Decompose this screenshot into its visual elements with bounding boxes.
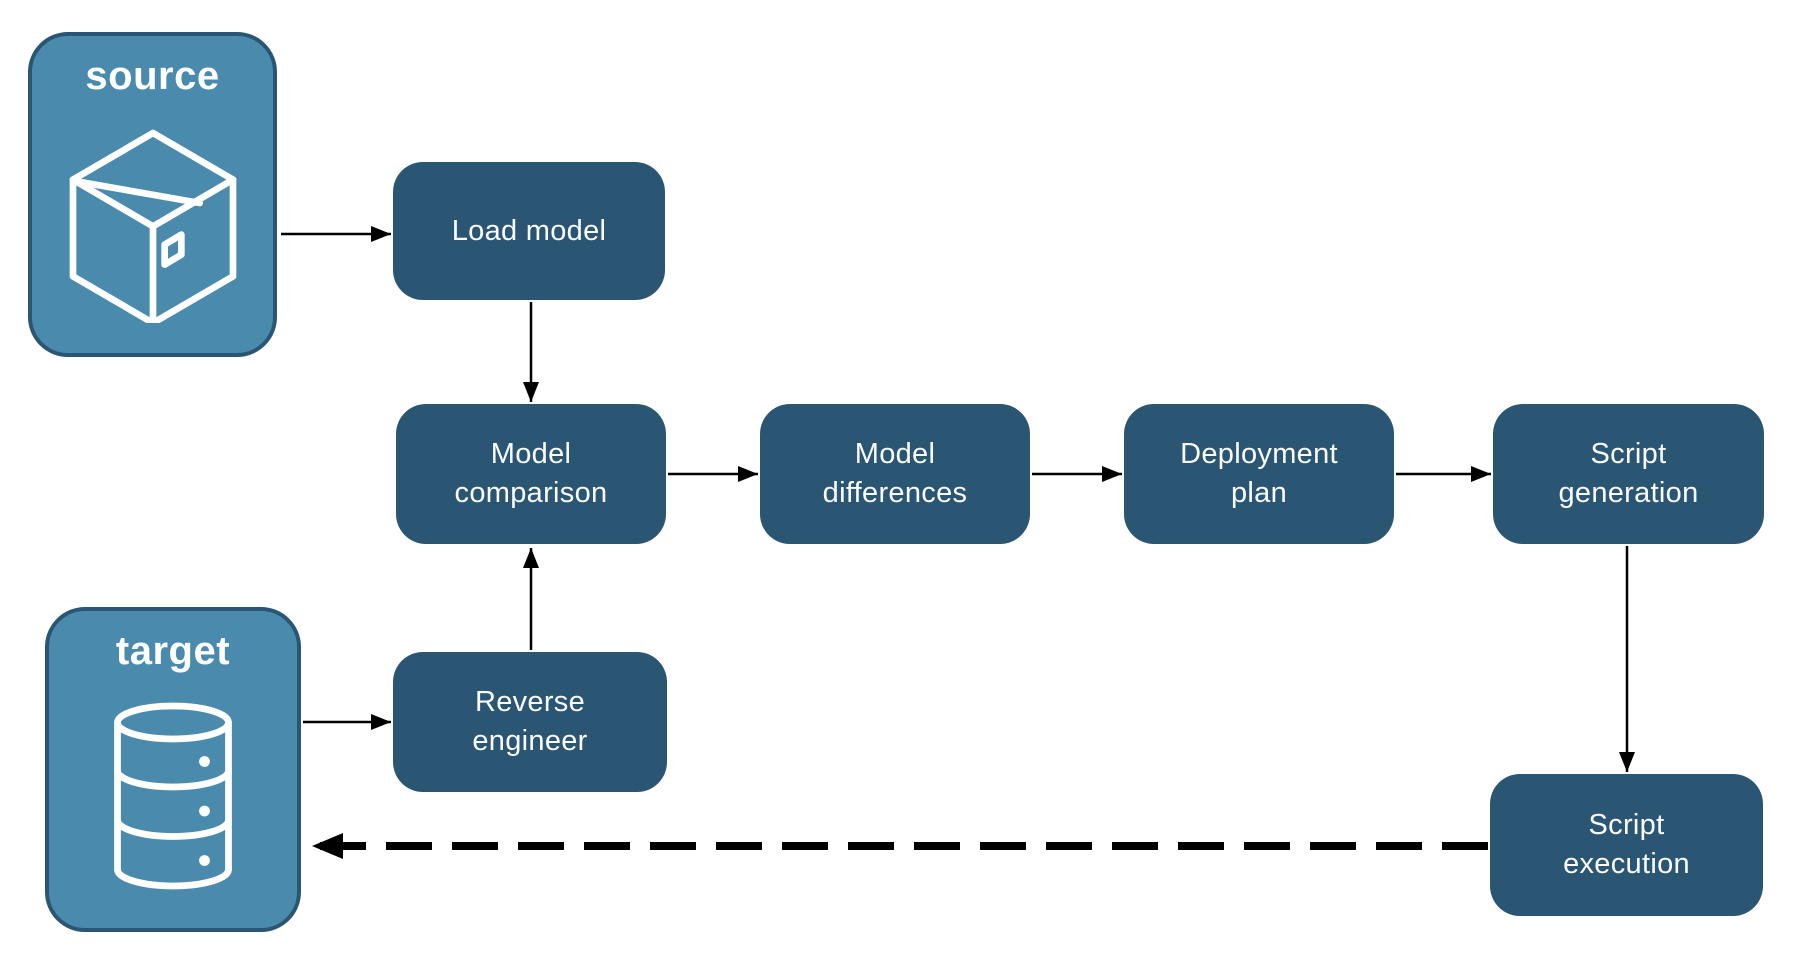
step-model-comparison-label: Model comparison: [454, 438, 608, 509]
step-reverse-engineer-label: Reverse engineer: [472, 686, 588, 757]
step-model-comparison: Model comparison: [396, 404, 666, 544]
step-model-differences: Model differences: [760, 404, 1030, 544]
step-deployment-plan-label: Deployment plan: [1180, 438, 1338, 509]
package-icon: [32, 99, 273, 353]
step-load-model: Load model: [393, 162, 665, 300]
database-icon: [49, 674, 297, 928]
step-load-model-label: Load model: [451, 214, 607, 247]
step-deployment-plan: Deployment plan: [1124, 404, 1394, 544]
endpoint-source: source: [28, 32, 277, 357]
step-script-execution: Script execution: [1490, 774, 1763, 916]
step-reverse-engineer: Reverse engineer: [393, 652, 667, 792]
step-script-execution-label: Script execution: [1563, 809, 1690, 880]
endpoint-source-label: source: [85, 54, 220, 98]
step-script-generation: Script generation: [1493, 404, 1764, 544]
step-script-generation-label: Script generation: [1558, 438, 1699, 509]
endpoint-target: target: [45, 607, 301, 932]
step-model-differences-label: Model differences: [822, 438, 968, 509]
endpoint-target-label: target: [115, 629, 231, 673]
